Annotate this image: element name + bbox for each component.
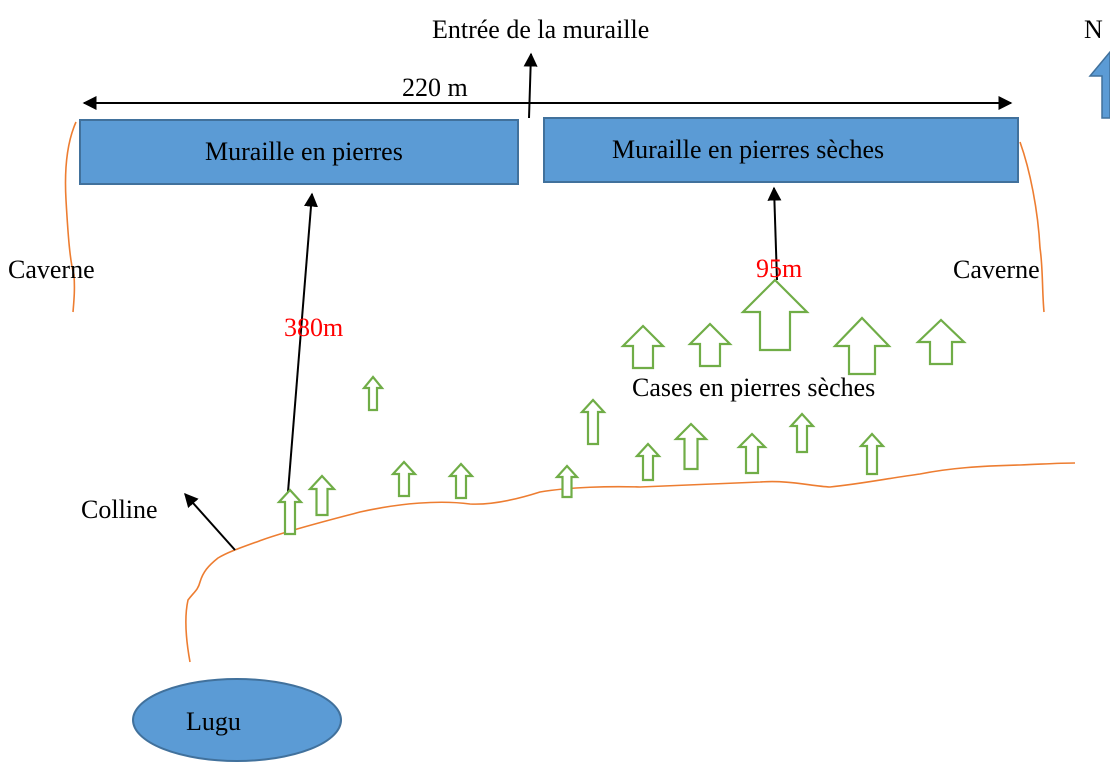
north-arrow-icon	[1088, 50, 1110, 119]
entrance-label: Entrée de la muraille	[432, 15, 649, 44]
hut-icon	[620, 324, 666, 370]
hill-contour	[185, 462, 1076, 663]
hut-icon	[832, 316, 892, 376]
hut-icon	[276, 488, 304, 536]
hut-icon	[736, 432, 768, 475]
distance-left-label: 380m	[284, 313, 343, 342]
hut-icon	[390, 460, 418, 498]
hut-icon	[673, 422, 709, 471]
cave-left-contour	[64, 121, 77, 313]
hut-icon	[915, 318, 967, 366]
distance-arrow-right	[767, 186, 782, 281]
hut-icon	[687, 322, 733, 368]
wall-left-label: Muraille en pierres	[205, 137, 403, 166]
north-label: N	[1084, 15, 1103, 44]
width-label: 220 m	[402, 73, 468, 102]
lake-label: Lugu	[186, 707, 241, 736]
lake-lugu	[132, 678, 342, 762]
hut-icon	[447, 462, 475, 500]
hill-label: Colline	[81, 495, 158, 524]
distance-right-label: 95m	[756, 254, 802, 283]
huts-label: Cases en pierres sèches	[632, 373, 875, 402]
entrance-arrow	[523, 52, 538, 119]
hut-icon	[858, 432, 886, 476]
hut-icon	[307, 474, 337, 517]
wall-left	[79, 119, 519, 185]
wall-right-label: Muraille en pierres sèches	[612, 135, 884, 164]
wall-right	[543, 117, 1019, 183]
distance-arrow-left	[287, 192, 318, 493]
huts-group	[276, 278, 967, 536]
hut-icon	[634, 442, 662, 482]
hut-icon	[788, 412, 816, 454]
hut-icon	[579, 398, 607, 446]
hill-pointer-arrow	[184, 492, 236, 551]
hut-icon	[740, 278, 810, 352]
hut-icon	[554, 464, 580, 499]
hut-icon	[361, 375, 385, 412]
cave-right-contour	[1019, 141, 1045, 313]
cave-left-label: Caverne	[8, 255, 95, 284]
cave-right-label: Caverne	[953, 255, 1040, 284]
